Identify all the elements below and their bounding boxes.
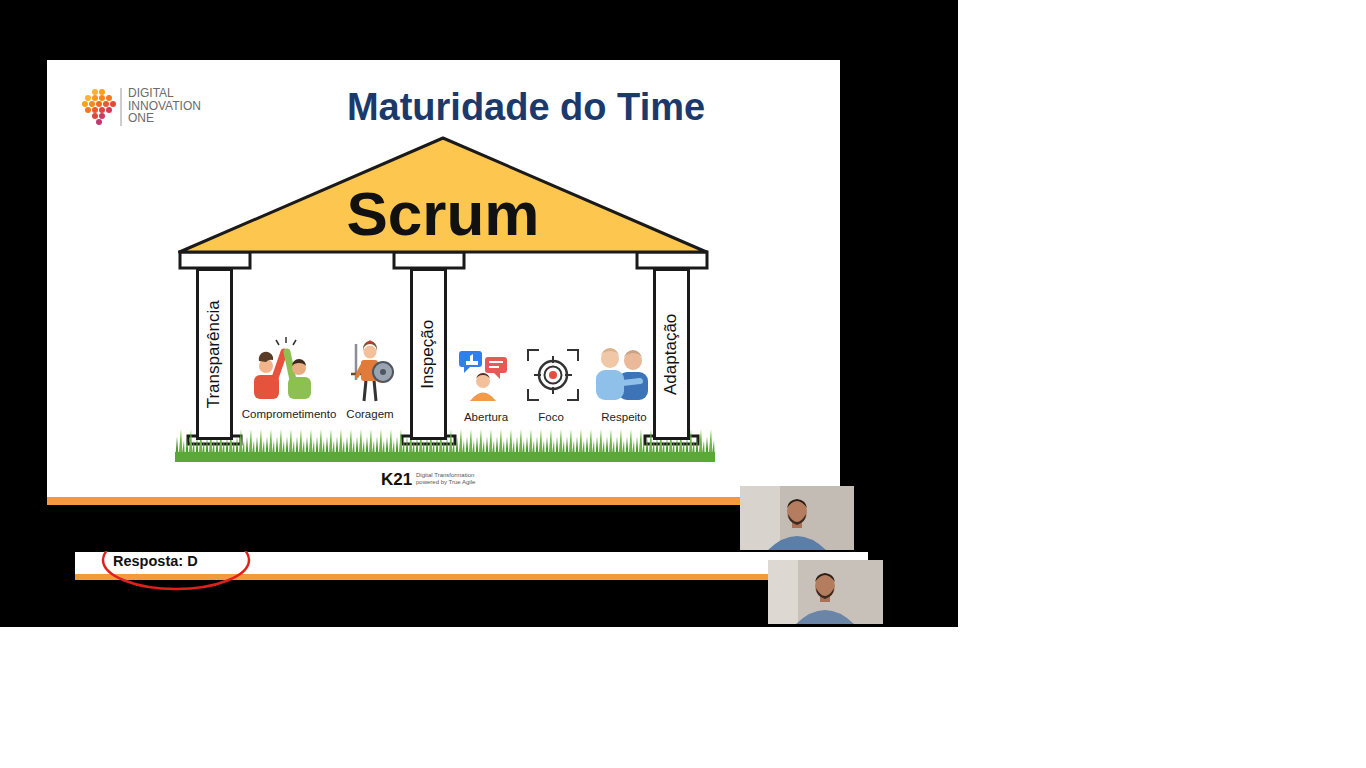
pillar-label: Transparência bbox=[205, 300, 224, 408]
pillar: Inspeção bbox=[410, 268, 447, 440]
courage-icon bbox=[351, 340, 393, 401]
pillar-capitals bbox=[180, 252, 707, 268]
answer-text: Resposta: D bbox=[113, 553, 198, 570]
answer-slide bbox=[75, 552, 868, 580]
respect-icon bbox=[596, 348, 648, 400]
webcam-thumbnail bbox=[740, 486, 854, 550]
roof-triangle: Scrum bbox=[178, 136, 708, 254]
slide-title: Maturidade do Time bbox=[347, 87, 705, 129]
value-label: Abertura bbox=[464, 411, 508, 424]
slide-bar bbox=[47, 497, 840, 505]
value-label: Respeito bbox=[601, 411, 646, 424]
webcam-thumbnail bbox=[768, 560, 883, 624]
pillar-label: Adaptação bbox=[662, 313, 681, 394]
value-label: Comprometimento bbox=[242, 408, 337, 421]
pillar-label: Inspeção bbox=[419, 320, 438, 389]
slide bbox=[47, 60, 840, 505]
commitment-icon bbox=[254, 337, 311, 399]
logo-text: DIGITAL INNOVATION ONE bbox=[128, 87, 214, 125]
answer-bar bbox=[75, 574, 868, 580]
highlight-ellipse bbox=[103, 551, 249, 589]
value-label: Coragem bbox=[346, 408, 393, 421]
logo-mark bbox=[82, 89, 116, 125]
focus-icon bbox=[528, 350, 578, 400]
grass-ground bbox=[175, 452, 715, 462]
video-frame bbox=[0, 0, 958, 627]
pillar: Adaptação bbox=[653, 268, 690, 440]
value-label: Foco bbox=[538, 411, 564, 424]
openness-icon bbox=[459, 351, 507, 401]
brand-logo: K21 bbox=[381, 470, 412, 490]
roof-label: Scrum bbox=[178, 180, 708, 248]
logo-divider bbox=[121, 88, 122, 126]
brand-tagline: Digital Transformation powered by True A… bbox=[416, 472, 490, 486]
pillar: Transparência bbox=[196, 268, 233, 440]
